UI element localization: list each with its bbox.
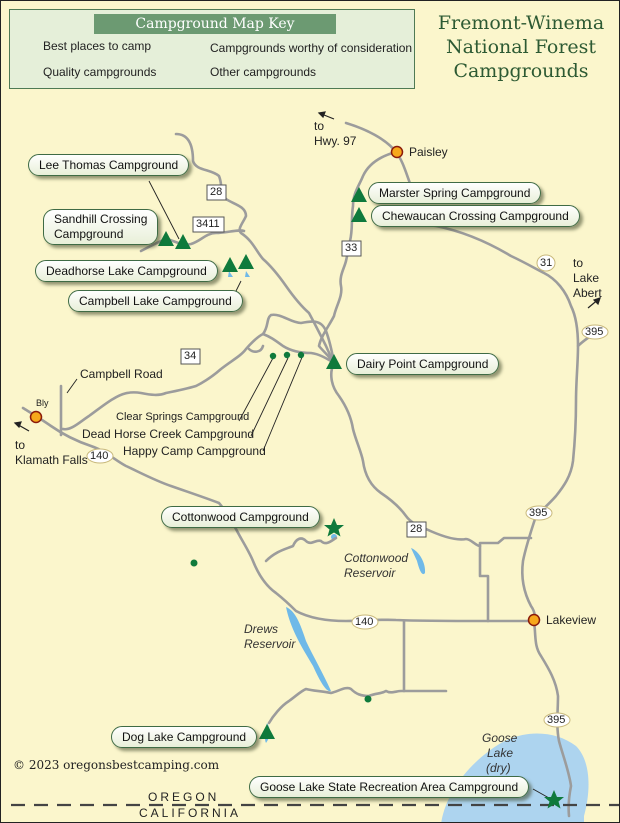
- triangle-chewaucan: [351, 207, 367, 222]
- label-clear-springs[interactable]: Clear Springs Campground: [116, 411, 250, 423]
- label-dairy-point[interactable]: Dairy Point Campground: [346, 353, 500, 375]
- copyright-text: © 2023 oregonsbestcamping.com: [13, 758, 220, 772]
- label-campbell-lake[interactable]: Campbell Lake Campground: [68, 290, 243, 312]
- triangle-marster: [351, 187, 367, 202]
- highway-395-north: 395: [585, 326, 604, 338]
- dir-hwy97: Hwy. 97: [314, 134, 357, 148]
- triangle-dairy-point: [326, 354, 342, 369]
- town-bly-marker: [29, 410, 43, 424]
- label-cottonwood[interactable]: Cottonwood Campground: [161, 506, 320, 528]
- label-goose-lake[interactable]: Goose Lake State Recreation Area Campgro…: [249, 776, 530, 798]
- dir-abert-to: to: [573, 256, 584, 270]
- town-lakeview: Lakeview: [546, 613, 597, 627]
- key-label-worthy: Campgrounds worthy of consideration: [210, 41, 413, 55]
- label-dog-lake[interactable]: Dog Lake Campground: [111, 726, 258, 748]
- label-sandhill-line1: Sandhill Crossing: [54, 212, 148, 226]
- dot-clear-springs: [269, 352, 277, 360]
- highway-31: 31: [540, 257, 553, 269]
- dot-other-2: [364, 695, 372, 703]
- map-key: Campground Map Key: [9, 9, 415, 89]
- highway-3411: 3411: [196, 218, 220, 230]
- dir-abert-lake: Lake: [573, 271, 600, 285]
- page-title: Fremont-Winema National Forest Campgroun…: [431, 11, 611, 83]
- cottonwood-reservoir-label-2: Reservoir: [344, 566, 396, 580]
- triangle-deadhorse: [222, 257, 238, 272]
- drews-reservoir-label-2: Reservoir: [244, 637, 296, 651]
- map-key-title: Campground Map Key: [94, 14, 336, 34]
- label-chewaucan-crossing[interactable]: Chewaucan Crossing Campground: [371, 205, 580, 227]
- label-sandhill-crossing[interactable]: Sandhill Crossing Campground: [43, 209, 159, 245]
- goose-lake-label-1: Goose: [482, 731, 518, 745]
- label-dead-horse-creek[interactable]: Dead Horse Creek Campground: [82, 427, 255, 441]
- highway-395-south: 395: [547, 714, 566, 726]
- triangle-sandhill: [158, 231, 174, 246]
- highway-395-mid: 395: [529, 507, 548, 519]
- key-label-best: Best places to camp: [43, 39, 152, 53]
- label-marster-spring[interactable]: Marster Spring Campground: [368, 182, 542, 204]
- dir-klamath: Klamath Falls: [15, 453, 88, 467]
- dot-happy-camp: [297, 351, 305, 359]
- campground-triangles: [158, 187, 367, 739]
- goose-lake-label-2: Lake: [487, 746, 514, 760]
- highway-28-south: 28: [410, 523, 423, 535]
- cottonwood-reservoir-water: [411, 548, 426, 575]
- label-lee-thomas[interactable]: Lee Thomas Campground: [28, 154, 190, 176]
- dir-klamath-to: to: [15, 438, 26, 452]
- drews-reservoir-label-1: Drews: [244, 622, 279, 636]
- dir-abert: Abert: [573, 286, 602, 300]
- star-goose-lake: [544, 790, 564, 809]
- highway-34: 34: [184, 350, 197, 362]
- dot-dead-horse-creek: [283, 351, 291, 359]
- campbell-road-label: Campbell Road: [80, 367, 163, 381]
- key-label-quality: Quality campgrounds: [43, 65, 157, 79]
- dot-other-1: [190, 559, 198, 567]
- highway-140-east: 140: [355, 616, 374, 628]
- town-bly: Bly: [36, 398, 49, 408]
- title-line-1: Fremont-Winema: [437, 12, 605, 34]
- state-oregon: OREGON: [148, 790, 220, 804]
- label-sandhill-line2: Campground: [54, 227, 124, 241]
- cottonwood-reservoir-label-1: Cottonwood: [344, 551, 409, 565]
- dir-hwy97-to: to: [314, 119, 325, 133]
- triangle-dog-lake: [259, 724, 275, 739]
- triangle-lee-thomas: [175, 234, 191, 249]
- highway-33: 33: [345, 242, 358, 254]
- town-lakeview-marker: [527, 613, 541, 627]
- goose-lake-label-3: (dry): [486, 761, 511, 775]
- drews-reservoir-water: [286, 607, 331, 692]
- state-california: CALIFORNIA: [139, 806, 242, 820]
- title-line-2: National Forest: [445, 36, 597, 58]
- highway-140-west: 140: [90, 450, 109, 462]
- key-label-other: Other campgrounds: [210, 65, 317, 79]
- triangle-campbell: [238, 254, 254, 269]
- label-happy-camp[interactable]: Happy Camp Campground: [123, 444, 266, 458]
- label-deadhorse-lake[interactable]: Deadhorse Lake Campground: [35, 260, 218, 282]
- highway-28-north: 28: [210, 186, 223, 198]
- star-cottonwood: [324, 518, 344, 537]
- town-paisley: Paisley: [409, 145, 448, 159]
- title-line-3: Campgrounds: [453, 60, 589, 82]
- town-paisley-marker: [390, 145, 404, 159]
